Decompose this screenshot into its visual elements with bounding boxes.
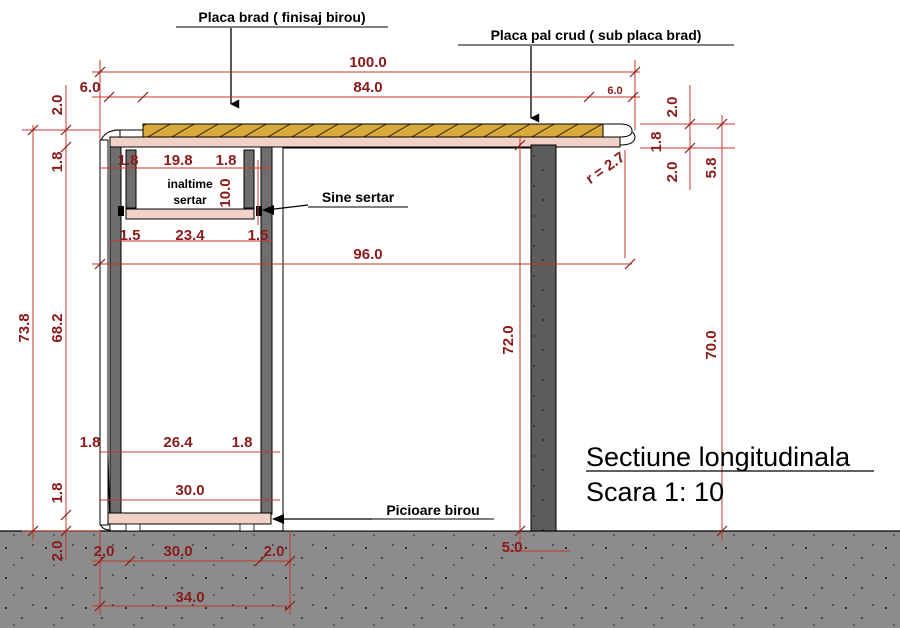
label-sine-sertar: Sine sertar bbox=[322, 189, 395, 205]
dim-top-span: 84.0 bbox=[353, 79, 382, 96]
dim-right-board: 1.8 bbox=[648, 132, 665, 153]
dim-drawer-left: 1.8 bbox=[118, 152, 139, 169]
dim-floor-thick: 2.0 bbox=[49, 541, 66, 562]
dim-right-overhang: 6.0 bbox=[607, 85, 622, 97]
dim-cab-left: 1.8 bbox=[80, 434, 101, 451]
dim-overall-base: 34.0 bbox=[175, 589, 204, 606]
dim-drawer-height: 10.0 bbox=[217, 178, 234, 207]
desk-body bbox=[107, 129, 636, 532]
wood-top bbox=[142, 123, 604, 138]
label-inaltime: inaltime bbox=[167, 177, 213, 191]
dim-post-width: 5.0 bbox=[502, 539, 523, 556]
dim-rail-right: 1.5 bbox=[248, 227, 269, 244]
dim-rail-left: 1.5 bbox=[120, 227, 141, 244]
pointer-arrows bbox=[262, 204, 372, 524]
label-placa-pal: Placa pal crud ( sub placa brad) bbox=[491, 27, 702, 43]
title-sectiune: Sectiune longitudinala bbox=[586, 442, 851, 472]
floor bbox=[0, 530, 900, 628]
dim-cab-right: 1.8 bbox=[232, 434, 253, 451]
label-sertar: sertar bbox=[173, 193, 207, 207]
dim-foot-right: 2.0 bbox=[264, 543, 285, 560]
label-picioare-birou: Picioare birou bbox=[386, 502, 479, 518]
dim-right-height: 70.0 bbox=[703, 330, 720, 359]
right-post bbox=[530, 144, 557, 532]
drawing-title: Sectiune longitudinala Scara 1: 10 bbox=[586, 442, 874, 507]
dim-foot-mid: 30.0 bbox=[163, 543, 192, 560]
rail-clip-icon bbox=[118, 206, 262, 216]
dim-foot-left: 2.0 bbox=[94, 543, 115, 560]
dim-bottom-board: 1.8 bbox=[49, 483, 66, 504]
dim-total-width: 100.0 bbox=[349, 54, 387, 71]
dim-board-width: 96.0 bbox=[353, 246, 382, 263]
label-placa-brad: Placa brad ( finisaj birou) bbox=[198, 9, 365, 25]
dim-drawer-inner: 19.8 bbox=[163, 152, 192, 169]
arrow-down-icon bbox=[230, 28, 540, 123]
dim-cab-inner: 26.4 bbox=[163, 434, 193, 451]
dim-total-height: 73.8 bbox=[16, 313, 33, 342]
title-scara: Scara 1: 10 bbox=[586, 477, 724, 507]
dim-drawer-right: 1.8 bbox=[216, 152, 237, 169]
dim-base-width: 30.0 bbox=[175, 482, 204, 499]
dimension-ticks bbox=[27, 66, 728, 612]
dim-drawer-bottom: 23.4 bbox=[175, 227, 205, 244]
dim-right-top-upper: 2.0 bbox=[664, 97, 681, 118]
dim-leg-height: 72.0 bbox=[500, 325, 517, 354]
top-rounded-end bbox=[602, 123, 633, 138]
dim-right-top: 2.0 bbox=[664, 162, 681, 183]
dim-side-height: 68.2 bbox=[49, 313, 66, 342]
dim-radius: r = 2.7 bbox=[583, 149, 629, 188]
dim-left-overhang: 6.0 bbox=[80, 79, 101, 96]
dimension-lines bbox=[22, 60, 735, 615]
left-cabinet bbox=[99, 129, 273, 532]
annotation-labels: Placa brad ( finisaj birou) Placa pal cr… bbox=[167, 9, 734, 520]
dim-top-thickness: 2.0 bbox=[49, 95, 66, 116]
dim-board-left: 1.8 bbox=[49, 152, 66, 173]
dim-right-upper: 5.8 bbox=[703, 158, 720, 179]
